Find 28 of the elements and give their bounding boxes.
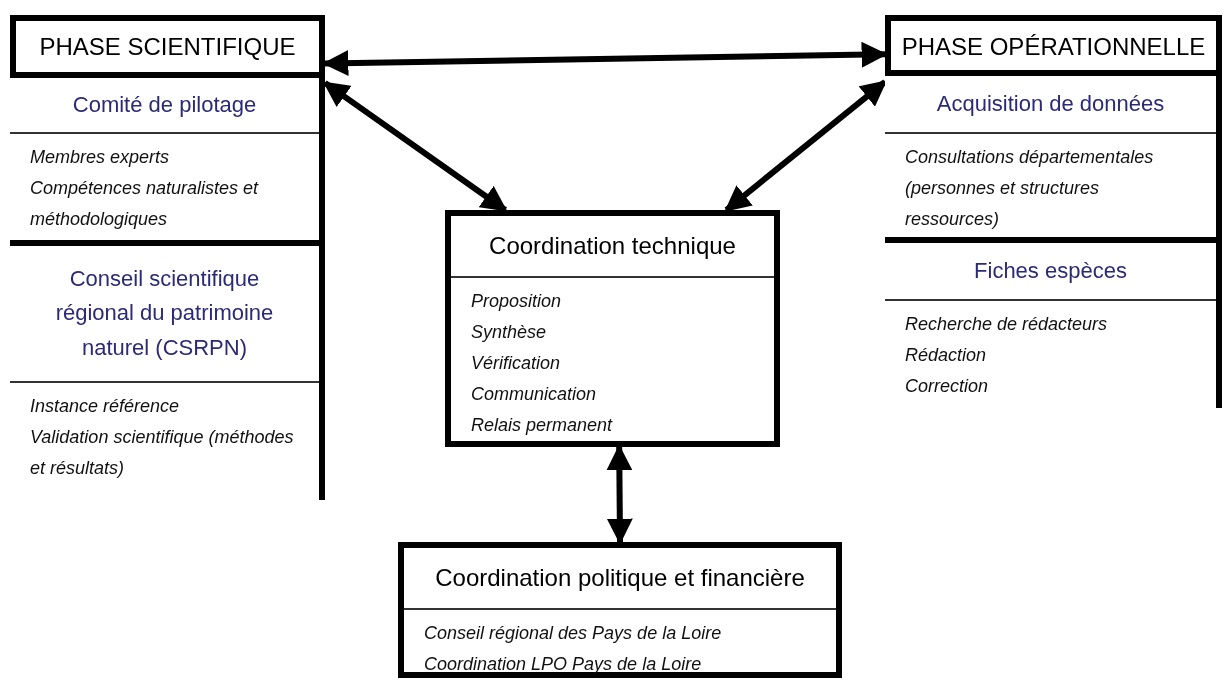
- section-heading: Conseil scientifique régional du patrimoine naturel (CSRPN): [10, 246, 319, 383]
- phase-heading: PHASE SCIENTIFIQUE: [38, 31, 297, 62]
- item-text: Recherche de rédacteurs: [905, 313, 1109, 336]
- process-box: [445, 210, 780, 447]
- item-text: Vérification: [471, 352, 562, 375]
- item-text: Proposition: [471, 290, 563, 313]
- box-heading: Coordination technique: [451, 216, 774, 278]
- process-box: [398, 542, 842, 678]
- item-text: Instance référence: [30, 395, 181, 418]
- item-text: Synthèse: [471, 321, 548, 344]
- item-text: Membres experts: [30, 146, 171, 169]
- section-box: [885, 70, 1216, 237]
- item-text: Compétences naturalistes et méthodologiques: [30, 177, 260, 231]
- section-heading: Comité de pilotage: [10, 78, 319, 134]
- item-text: Rédaction: [905, 344, 988, 367]
- item-text: Correction: [905, 375, 990, 398]
- item-text: Validation scientifique (méthodes et résultats): [30, 426, 295, 480]
- section-heading: Acquisition de données: [885, 76, 1216, 134]
- item-text: Coordination LPO Pays de la Loire: [424, 653, 703, 676]
- item-text: Relais permanent: [471, 414, 614, 437]
- double-arrow: [724, 79, 887, 213]
- section-heading: Fiches espèces: [885, 243, 1216, 301]
- phase-heading: PHASE OPÉRATIONNELLE: [900, 31, 1207, 62]
- item-text: Communication: [471, 383, 598, 406]
- section-box: [10, 72, 319, 240]
- item-text: Consultations départementales (personnes et structures ressources): [905, 146, 1155, 231]
- box-heading: Coordination politique et financière: [404, 548, 836, 610]
- item-text: Conseil régional des Pays de la Loire: [424, 622, 723, 645]
